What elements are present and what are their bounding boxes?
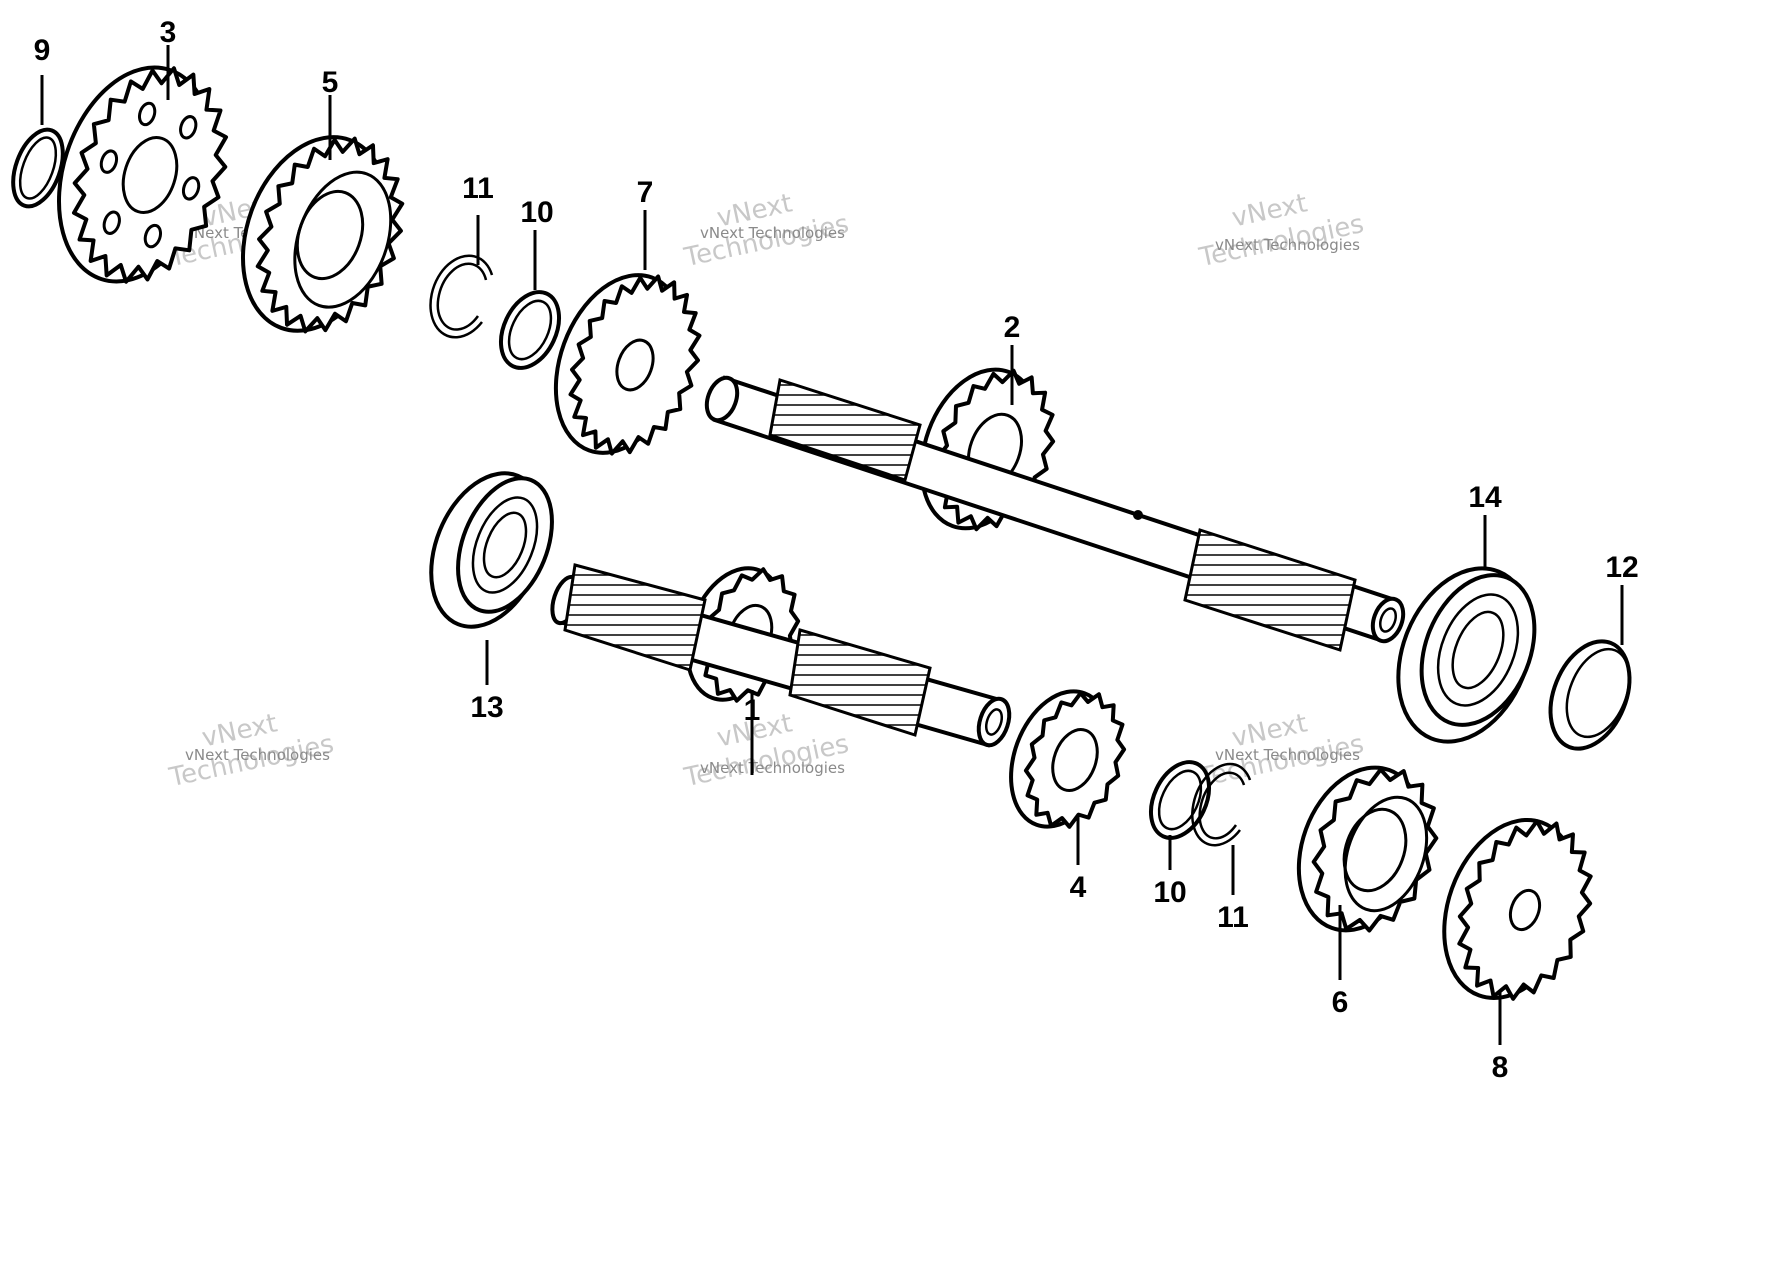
- callout-11-top: 11: [462, 172, 494, 205]
- gears-group: [57, 65, 1593, 1001]
- gear-part-8: [1442, 817, 1593, 1001]
- callout-labels: 9 3 5 11 10 7 2 14 12 13 1 4 10 11 6 8: [34, 16, 1639, 1084]
- shaft-part-1: [550, 563, 1012, 748]
- washer-part-10-bottom: [1148, 760, 1212, 840]
- callout-12: 12: [1605, 551, 1638, 584]
- leader-lines: [40, 45, 1624, 1045]
- callout-3: 3: [160, 16, 177, 49]
- callout-6: 6: [1332, 986, 1349, 1019]
- svg-text:vNext Technologies: vNext Technologies: [1215, 746, 1360, 764]
- svg-text:vNext Technologies: vNext Technologies: [700, 759, 845, 777]
- seal-part-12: [1548, 639, 1632, 751]
- callout-2: 2: [1004, 311, 1021, 344]
- circlip-part-11-top: [429, 254, 494, 339]
- gear-part-7: [553, 273, 702, 456]
- callout-14: 14: [1468, 481, 1502, 514]
- circlip-part-11-bottom: [1191, 762, 1252, 847]
- callout-8: 8: [1492, 1051, 1509, 1084]
- svg-text:vNext Technologies: vNext Technologies: [185, 746, 330, 764]
- callout-5: 5: [322, 66, 339, 99]
- gear-part-4: [1009, 689, 1127, 829]
- gear-part-5: [240, 135, 405, 334]
- callout-13: 13: [470, 691, 503, 724]
- gear-part-3: [57, 65, 229, 284]
- callout-4: 4: [1070, 871, 1087, 904]
- gear-part-6: [1296, 765, 1439, 933]
- callout-1: 1: [744, 694, 761, 727]
- svg-text:vNext Technologies: vNext Technologies: [1215, 236, 1360, 254]
- washer-part-9: [11, 127, 65, 209]
- callout-10-bottom: 10: [1153, 876, 1186, 909]
- callout-9: 9: [34, 34, 51, 67]
- callout-10-top: 10: [520, 196, 553, 229]
- shaft-part-2: [704, 375, 1406, 652]
- callout-7: 7: [637, 176, 654, 209]
- bearing-part-13: [429, 471, 554, 629]
- bearing-part-14: [1396, 566, 1537, 744]
- callout-11-bottom: 11: [1217, 901, 1249, 934]
- svg-text:vNext Technologies: vNext Technologies: [700, 224, 845, 242]
- washer-part-10-top: [498, 290, 562, 370]
